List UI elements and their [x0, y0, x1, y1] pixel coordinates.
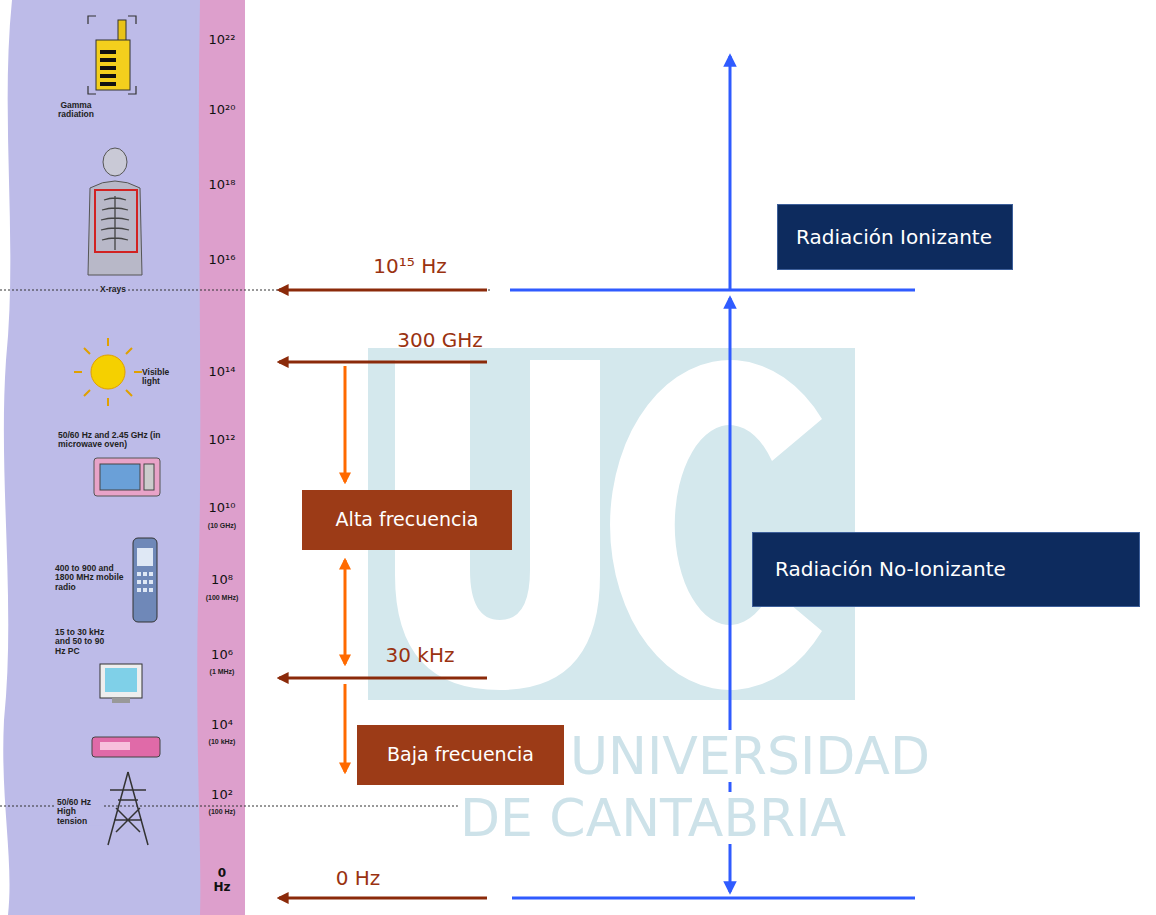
source-label: X-rays: [98, 285, 128, 294]
mobile-phone-icon: [149, 588, 153, 592]
frequency-value: 10²⁰: [209, 103, 236, 118]
threshold-arrow: [279, 897, 487, 900]
threshold-arrow: [279, 677, 487, 680]
band-box: Alta frecuencia: [302, 490, 512, 550]
frequency-value: 10²: [211, 788, 233, 803]
microwave-oven-icon: [94, 458, 160, 496]
watermark-text: UNIVERSIDAD: [568, 730, 932, 782]
radiation-range-lines: [512, 897, 915, 900]
frequency-value: 10⁶: [211, 648, 233, 663]
frequency-value: 10²²: [209, 33, 236, 48]
gamma-source-icon: [100, 66, 116, 70]
frequency-unit: (10 kHz): [209, 738, 236, 746]
electronic-device-icon: [100, 742, 130, 750]
radiation-range-lines: [729, 56, 732, 291]
gamma-source-icon: [100, 82, 116, 86]
threshold-label: 30 kHz: [386, 643, 455, 667]
threshold-arrow: [279, 289, 487, 292]
microwave-oven-icon: [144, 464, 154, 490]
xray-body-icon: [101, 196, 129, 250]
mobile-phone-icon: [137, 548, 153, 566]
sun-icon: [91, 355, 125, 389]
source-label: Gamma radiation: [49, 101, 103, 120]
source-label: 50/60 Hz and 2.45 GHz (in microwave oven…: [58, 431, 193, 450]
source-label: 50/60 Hz High tension: [55, 798, 103, 826]
microwave-oven-icon: [94, 458, 160, 496]
gamma-source-icon: [88, 16, 136, 94]
source-label: 400 to 900 and 1800 MHz mobile radio: [55, 564, 127, 592]
band-box: Baja frecuencia: [357, 725, 564, 785]
box-label: Radiación Ionizante: [796, 225, 992, 250]
sun-icon: [74, 338, 142, 406]
frequency-value: 10¹⁶: [209, 253, 236, 268]
category-box: Radiación Ionizante: [777, 204, 1013, 270]
frequency-value: 10¹⁰: [209, 501, 236, 516]
threshold-label: 0 Hz: [336, 866, 381, 890]
frequency-value: 10¹⁴: [209, 365, 236, 380]
mobile-phone-icon: [137, 580, 141, 584]
threshold-label: 10¹⁵ Hz: [373, 254, 446, 278]
gamma-source-icon: [100, 58, 116, 62]
ionizing-boundary-dotted: [0, 290, 490, 291]
computer-monitor-icon: [105, 668, 137, 692]
gamma-source-icon: [88, 16, 136, 94]
threshold-arrow: [279, 361, 487, 364]
frequency-unit: (1 MHz): [210, 668, 235, 676]
xray-body-icon: [95, 190, 137, 252]
spectrum-strip: [3, 0, 245, 915]
frequency-unit: (100 Hz): [207, 808, 238, 816]
watermark-text: DE CANTABRIA: [458, 792, 848, 844]
frequency-value: 10¹²: [209, 433, 236, 448]
mobile-phone-icon: [149, 572, 153, 576]
computer-monitor-icon: [112, 698, 130, 703]
mobile-phone-icon: [143, 572, 147, 576]
power-tower-icon: [108, 772, 148, 845]
electronic-device-icon: [92, 737, 160, 757]
threshold-arrow: [279, 290, 487, 898]
frequency-value: 10⁴: [211, 718, 233, 733]
source-label: 15 to 30 kHz and 50 to 90 Hz PC: [55, 628, 113, 656]
band-range-arrow: [344, 684, 347, 772]
mobile-phone-icon: [137, 572, 141, 576]
gamma-source-icon: [100, 74, 116, 78]
frequency-value: 10¹⁸: [209, 178, 236, 193]
sun-icon: [74, 338, 142, 406]
threshold-label: 300 GHz: [397, 328, 483, 352]
box-label: Baja frecuencia: [387, 743, 534, 767]
frequency-unit: (100 MHz): [206, 594, 239, 602]
frequency-value: 10⁸: [211, 573, 233, 588]
mobile-phone-icon: [137, 588, 141, 592]
gamma-source-icon: [118, 20, 126, 42]
power-tower-icon: [108, 772, 148, 845]
xray-body-icon: [103, 148, 127, 176]
box-label: Alta frecuencia: [336, 508, 479, 532]
band-range-arrow: [344, 560, 347, 664]
frequency-column: [197, 0, 245, 915]
frequency-unit: (10 GHz): [208, 522, 236, 530]
band-range-arrow: [344, 366, 347, 772]
mobile-phone-icon: [133, 538, 157, 622]
radiation-range-lines: [510, 289, 915, 292]
mobile-phone-icon: [133, 538, 157, 622]
computer-monitor-icon: [100, 664, 142, 698]
band-range-arrow: [344, 366, 347, 482]
xray-body-icon: [88, 181, 142, 275]
electronic-device-icon: [92, 737, 160, 757]
source-label: Visible light: [142, 368, 184, 387]
category-box: Radiación No-Ionizante: [752, 532, 1140, 607]
xray-body-icon: [88, 148, 142, 275]
university-logo-watermark: [610, 360, 822, 690]
gamma-source-icon: [96, 40, 130, 90]
box-label: Radiación No-Ionizante: [775, 557, 1006, 582]
mobile-phone-icon: [143, 588, 147, 592]
gamma-source-icon: [100, 50, 116, 54]
mobile-phone-icon: [143, 580, 147, 584]
mobile-phone-icon: [149, 580, 153, 584]
microwave-oven-icon: [100, 464, 140, 490]
frequency-value: 0 Hz: [210, 866, 234, 895]
computer-monitor-icon: [100, 664, 142, 703]
